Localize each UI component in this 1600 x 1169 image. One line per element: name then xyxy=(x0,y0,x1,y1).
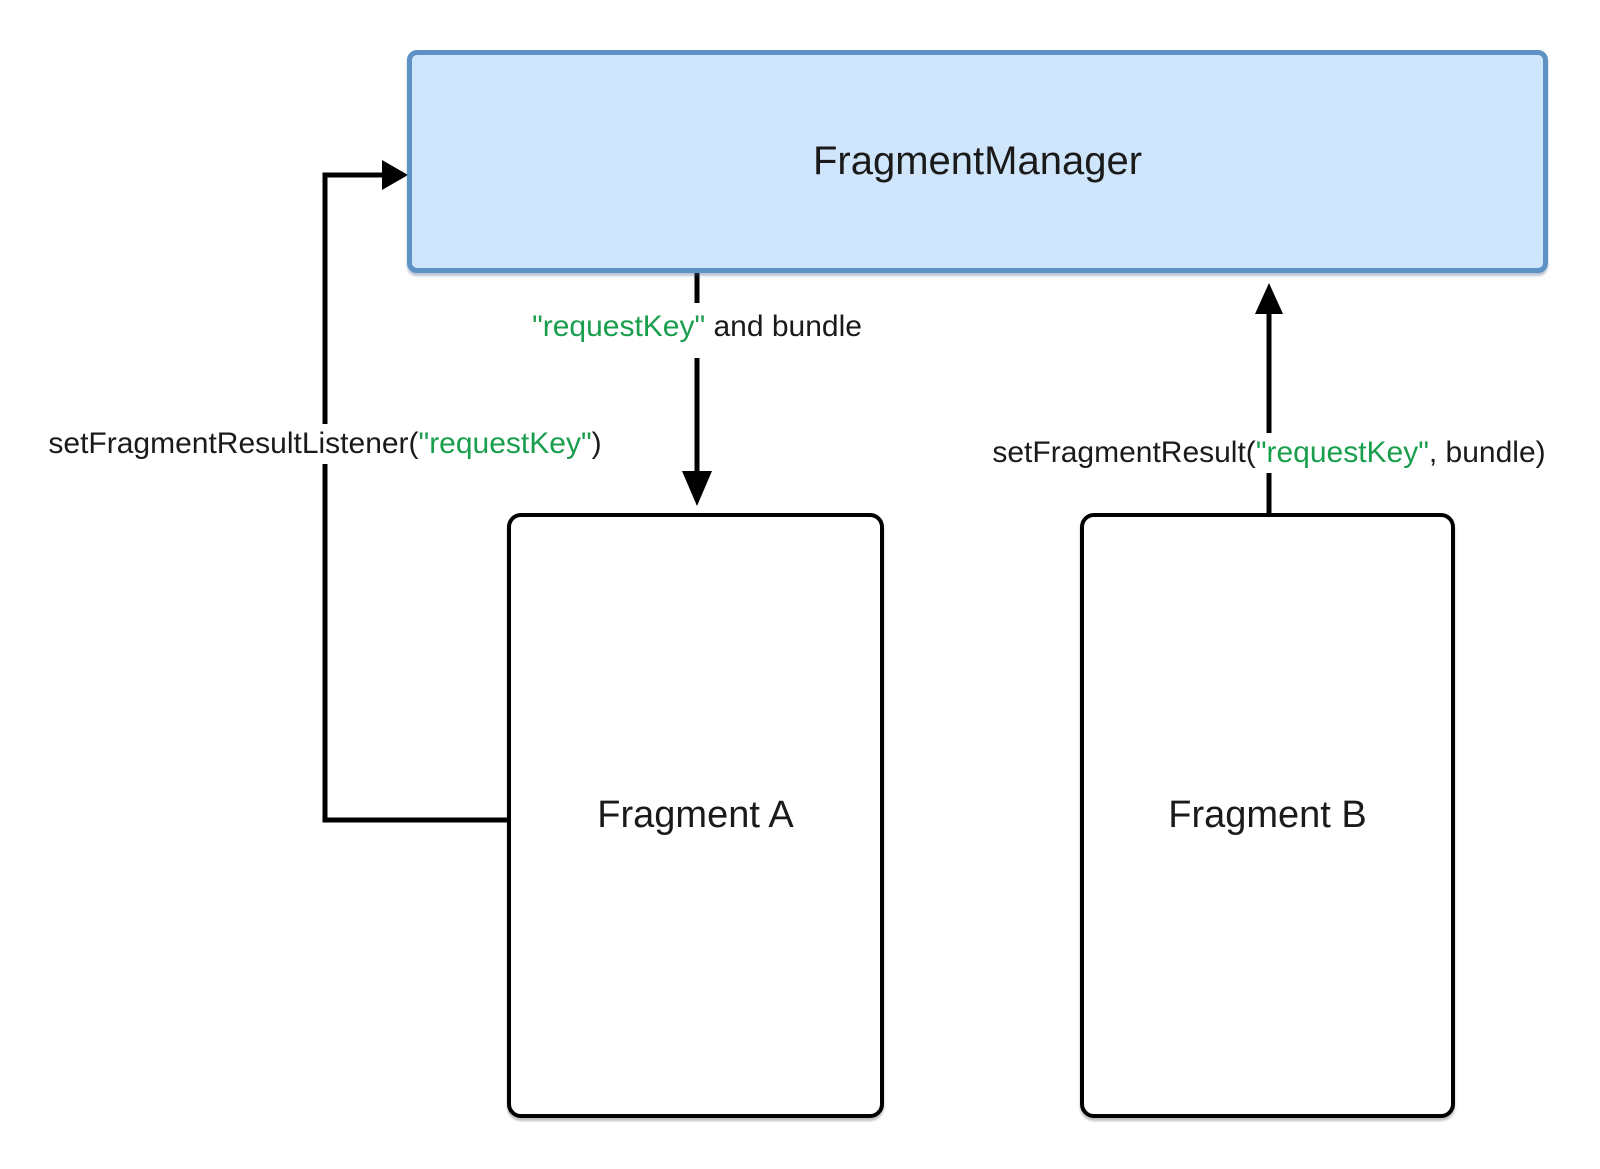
fragment-b-box: Fragment B xyxy=(1080,513,1455,1118)
listener-arrow xyxy=(322,160,507,823)
set-listener-suffix: ) xyxy=(591,427,602,460)
label-set-fragment-result: setFragmentResult("requestKey", bundle) xyxy=(986,433,1552,473)
result-arrow xyxy=(1255,283,1283,513)
fragment-a-label: Fragment A xyxy=(597,794,794,836)
requestkey-literal: "requestKey" xyxy=(1255,436,1429,469)
fragment-manager-box: FragmentManager xyxy=(407,50,1548,273)
requestkey-bundle-arrow xyxy=(682,273,712,506)
requestkey-literal: "requestKey" xyxy=(532,310,706,343)
set-result-prefix: setFragmentResult( xyxy=(992,436,1256,469)
requestkey-literal: "requestKey" xyxy=(418,427,592,460)
and-bundle-text: and bundle xyxy=(705,310,862,343)
fragment-a-box: Fragment A xyxy=(507,513,884,1118)
set-result-suffix: , bundle) xyxy=(1428,436,1546,469)
label-set-fragment-result-listener: setFragmentResultListener("requestKey") xyxy=(42,424,608,464)
label-requestkey-and-bundle: "requestKey" and bundle xyxy=(526,307,868,347)
set-listener-prefix: setFragmentResultListener( xyxy=(48,427,419,460)
fragment-b-label: Fragment B xyxy=(1168,794,1367,836)
fragment-manager-label: FragmentManager xyxy=(812,139,1143,183)
